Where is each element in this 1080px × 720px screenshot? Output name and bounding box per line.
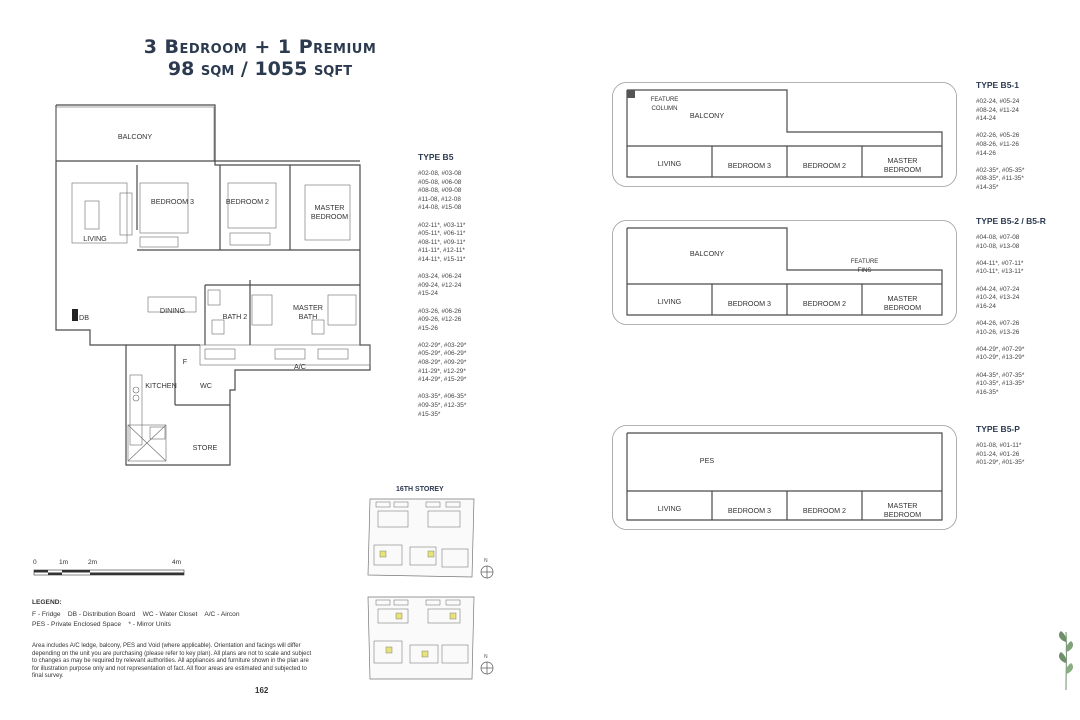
variant-plan-b5-1-drawing	[612, 82, 957, 187]
variant-b5-1-room-3: MASTER BEDROOM	[883, 156, 922, 174]
svg-text:N: N	[484, 654, 488, 660]
room-label-wc: WC	[200, 381, 212, 390]
keyplan-upper-drawing	[367, 498, 475, 578]
variant-b5-2-room-2: BEDROOM 2	[802, 299, 847, 308]
variant-b5-1-note: FEATURE COLUMN	[650, 97, 679, 112]
legend-line-2: PES - Private Enclosed Space * - Mirror …	[32, 621, 171, 628]
variant-b5-1-room-2: BEDROOM 2	[802, 161, 847, 170]
leaf-decoration-icon	[1055, 630, 1077, 691]
variant-plan-b5-2: BALCONY FEATURE FINS LIVING BEDROOM 3 BE…	[612, 220, 957, 325]
room-label-fridge: F	[182, 357, 188, 366]
room-label-dining: DINING	[159, 306, 186, 315]
variant-b5-2-note: FEATURE FINS	[850, 259, 879, 274]
room-label-living: LIVING	[83, 234, 107, 243]
scale-bar	[33, 569, 185, 576]
type-b5-p-unit-list: #01-08, #01-11* #01-24, #01-26 #01-29*, …	[976, 442, 1025, 467]
room-label-bath2: BATH 2	[222, 312, 248, 321]
room-label-ac: A/C	[294, 362, 306, 371]
keyplan-lower	[366, 595, 476, 681]
room-label-bedroom3: BEDROOM 3	[150, 197, 195, 206]
room-label-master-bedroom: MASTER BEDROOM	[310, 203, 349, 221]
scale-label-2: 2m	[88, 559, 98, 566]
variant-b5-2-room-3: MASTER BEDROOM	[883, 294, 922, 312]
type-b5-2-heading: TYPE B5-2 / B5-R	[976, 216, 1046, 226]
variant-b5-p-room-2: BEDROOM 2	[802, 506, 847, 515]
north-arrow-icon: N	[479, 555, 495, 581]
variant-b5-p-top-label: PES	[699, 456, 715, 465]
room-label-bedroom2: BEDROOM 2	[225, 197, 270, 206]
type-b5-p-heading: TYPE B5-P	[976, 424, 1020, 434]
floor-plan-drawing	[55, 104, 371, 466]
room-label-store: STORE	[192, 443, 218, 452]
page-subtitle-area: 98 sqm / 1055 sqft	[167, 58, 353, 80]
scale-label-3: 4m	[172, 559, 182, 566]
page-title: 3 Bedroom + 1 Premium	[143, 36, 377, 58]
room-label-kitchen: KITCHEN	[145, 381, 177, 390]
variant-b5-p-room-1: BEDROOM 3	[727, 506, 772, 515]
variant-b5-2-top-label: BALCONY	[689, 249, 725, 258]
room-label-balcony: BALCONY	[117, 132, 153, 141]
variant-plan-b5-2-drawing	[612, 220, 957, 325]
page-number: 162	[255, 686, 269, 695]
type-b5-2-unit-list: #04-08, #07-08 #10-08, #13-08 #04-11*, #…	[976, 234, 1025, 396]
type-b5-1-heading: TYPE B5-1	[976, 80, 1019, 90]
variant-b5-1-top-label: BALCONY	[689, 111, 725, 120]
keyplan-upper	[366, 497, 476, 579]
variant-b5-2-room-0: LIVING	[657, 297, 682, 306]
disclaimer: Area includes A/C ledge, balcony, PES an…	[32, 643, 312, 680]
room-label-master-bath: MASTER BATH	[293, 303, 323, 321]
scale-label-1: 1m	[59, 559, 69, 566]
scale-label-0: 0	[33, 559, 37, 566]
variant-plan-b5-1: BALCONY FEATURE COLUMN LIVING BEDROOM 3 …	[612, 82, 957, 187]
variant-b5-p-room-3: MASTER BEDROOM	[883, 501, 922, 519]
legend-line-1: F - Fridge DB - Distribution Board WC - …	[32, 611, 240, 618]
svg-text:N: N	[484, 558, 488, 564]
legend-heading: LEGEND:	[32, 599, 62, 606]
room-label-db: DB	[79, 313, 89, 322]
variant-plan-b5-p-drawing	[612, 425, 957, 530]
type-b5-heading: TYPE B5	[418, 152, 454, 162]
type-b5-1-unit-list: #02-24, #05-24 #08-24, #11-24 #14-24 #02…	[976, 98, 1025, 191]
variant-b5-1-room-0: LIVING	[657, 159, 682, 168]
variant-b5-1-room-1: BEDROOM 3	[727, 161, 772, 170]
variant-b5-p-room-0: LIVING	[657, 504, 682, 513]
variant-b5-2-room-1: BEDROOM 3	[727, 299, 772, 308]
variant-plan-b5-p: PES LIVING BEDROOM 3 BEDROOM 2 MASTER BE…	[612, 425, 957, 530]
keyplan-heading: 16TH STOREY	[396, 486, 444, 493]
keyplan-lower-drawing	[367, 596, 475, 680]
type-b5-unit-list: #02-08, #03-08 #05-08, #06-08 #08-08, #0…	[418, 170, 467, 418]
north-arrow-icon: N	[479, 651, 495, 677]
main-floor-plan: BALCONY LIVING BEDROOM 3 BEDROOM 2 MASTE…	[40, 104, 380, 485]
